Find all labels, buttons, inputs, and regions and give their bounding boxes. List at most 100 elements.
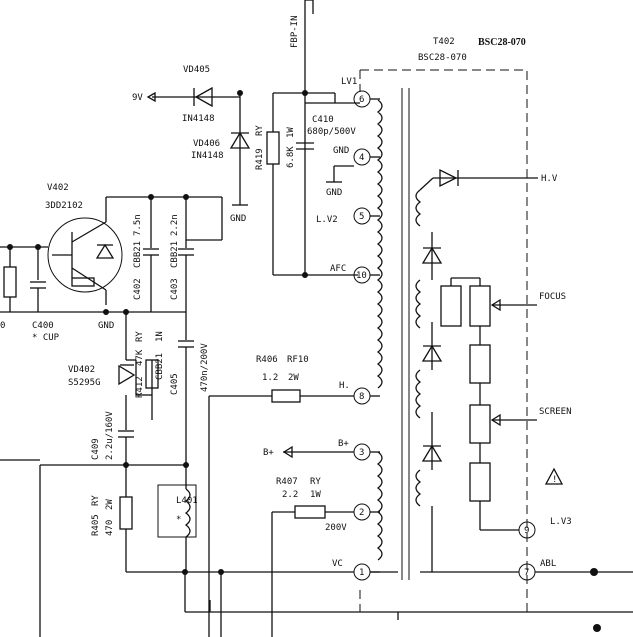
abl-label: ABL: [540, 559, 556, 569]
r419-type: RY: [255, 125, 265, 136]
r412-type: RY: [135, 331, 145, 342]
c405-capacitor-icon: [178, 340, 194, 348]
r406-power: 2W: [288, 373, 299, 383]
vd406-ref: VD406: [193, 139, 220, 149]
c409-value: 2.2u/160V: [105, 411, 115, 460]
vd406-diode-icon: [229, 131, 251, 149]
vd402-ref: VD402: [68, 365, 95, 375]
r407-resistor-icon: [294, 505, 326, 519]
l401-tag: *: [176, 515, 181, 525]
r406-value: 1.2: [262, 373, 278, 383]
gnd-label-3: GND: [98, 321, 114, 331]
vd406-value: IN4148: [191, 151, 224, 161]
focus-network: [431, 277, 519, 572]
svg-text:6: 6: [359, 95, 364, 105]
c405-type: CBB21: [155, 353, 165, 380]
svg-text:7: 7: [524, 568, 529, 578]
transformer-coil-icon: [376, 88, 422, 580]
r407-type: RY: [310, 477, 321, 487]
vd405-diode-icon: [193, 86, 213, 108]
diode-icon-2: [421, 344, 443, 362]
v402-transistor-icon: [47, 197, 123, 305]
r419-label: R419: [255, 148, 265, 170]
svg-text:!: !: [552, 475, 557, 485]
r406-type: RF10: [287, 355, 309, 365]
vd402-value: S5295G: [68, 378, 101, 388]
c410-ref: C410: [312, 115, 334, 125]
r412-resistor-icon: [145, 359, 159, 389]
c405-value: 470n/200V: [200, 343, 210, 392]
bplus-label: B+: [263, 448, 274, 458]
c400-value: * CUP: [32, 333, 60, 343]
r406-resistor-icon: [271, 389, 301, 403]
v402-value: 3DD2102: [45, 201, 83, 211]
c403-value: 2.2n: [170, 214, 180, 236]
pin-lv1-label: LV1: [341, 77, 357, 87]
focus-label: FOCUS: [539, 292, 566, 302]
c403-ref: C403: [170, 278, 180, 300]
label-9v: 9V: [132, 93, 143, 103]
r405-resistor-icon: [119, 496, 133, 530]
diode-icon-3: [421, 444, 443, 462]
c402-value: 7.5n: [133, 214, 143, 236]
svg-text:10: 10: [356, 271, 367, 281]
r407-ref: R407: [276, 477, 298, 487]
c409-ref: C409: [91, 438, 101, 460]
r419-value: 6.8K: [286, 146, 296, 168]
svg-text:2: 2: [359, 508, 364, 518]
vd402-diode-icon: [118, 364, 136, 386]
r412-value: 47K: [135, 349, 145, 366]
c402-capacitor-icon: [143, 248, 159, 256]
pin-lv2-label: L.V2: [316, 215, 338, 225]
pin-gnd-label: GND: [333, 146, 349, 156]
v402-ref: V402: [47, 183, 69, 193]
c410-value: 680p/500V: [307, 127, 356, 137]
r0-resistor-icon: [3, 266, 17, 298]
c409-capacitor-icon: [118, 430, 134, 438]
c405-ref: C405: [170, 373, 180, 395]
r407-power: 1W: [310, 490, 321, 500]
svg-text:4: 4: [359, 153, 364, 163]
bplus-arrow-icon: [282, 445, 293, 459]
fbp-in-wire: [304, 0, 314, 275]
r419-resistor-icon: [266, 131, 280, 165]
svg-text:3: 3: [359, 448, 364, 458]
vd405-value: IN4148: [182, 114, 215, 124]
label-200v: 200V: [325, 523, 347, 533]
hv-diode-icon: [439, 168, 459, 188]
screen-label: SCREEN: [539, 407, 572, 417]
gnd-label-1: GND: [230, 214, 246, 224]
r406-ref: R406: [256, 355, 278, 365]
warning-icon: !: [544, 467, 564, 485]
screen-arrow-icon: [490, 413, 501, 427]
arrow-9v-icon: [146, 91, 156, 103]
svg-text:9: 9: [524, 526, 529, 536]
pin-bplus-label: B+: [338, 439, 349, 449]
c410-capacitor-icon: [296, 142, 314, 150]
hv-label: H.V: [541, 174, 558, 184]
c400-capacitor-icon: [30, 281, 46, 289]
r407-value: 2.2: [282, 490, 298, 500]
pin-h-label: H.: [339, 381, 350, 391]
c402-type: CBB21: [133, 241, 143, 268]
c402-ref: C402: [133, 278, 143, 300]
transformer-part: BSC28-070: [418, 53, 467, 63]
gnd-label-2: GND: [326, 188, 342, 198]
r405-ref: R405: [91, 514, 101, 536]
lv3-label: L.V3: [550, 517, 572, 527]
diode-icon: [421, 246, 443, 264]
focus-arrow-icon: [490, 298, 501, 312]
l401-inductor-icon: [157, 484, 197, 538]
c403-type: CBB21: [170, 241, 180, 268]
transformer-part-bold: BSC28-070: [478, 37, 526, 48]
svg-text:8: 8: [359, 392, 364, 402]
vd405-ref: VD405: [183, 65, 210, 75]
fbp-in-label: FBP-IN: [290, 15, 300, 48]
r405-power: 2W: [105, 499, 115, 510]
r0-value: 0: [0, 321, 5, 331]
r412-ref: R412: [135, 376, 145, 398]
c405-tag: 1N: [155, 331, 165, 342]
c400-ref: C400: [32, 321, 54, 331]
l401-ref: L401: [176, 496, 198, 506]
